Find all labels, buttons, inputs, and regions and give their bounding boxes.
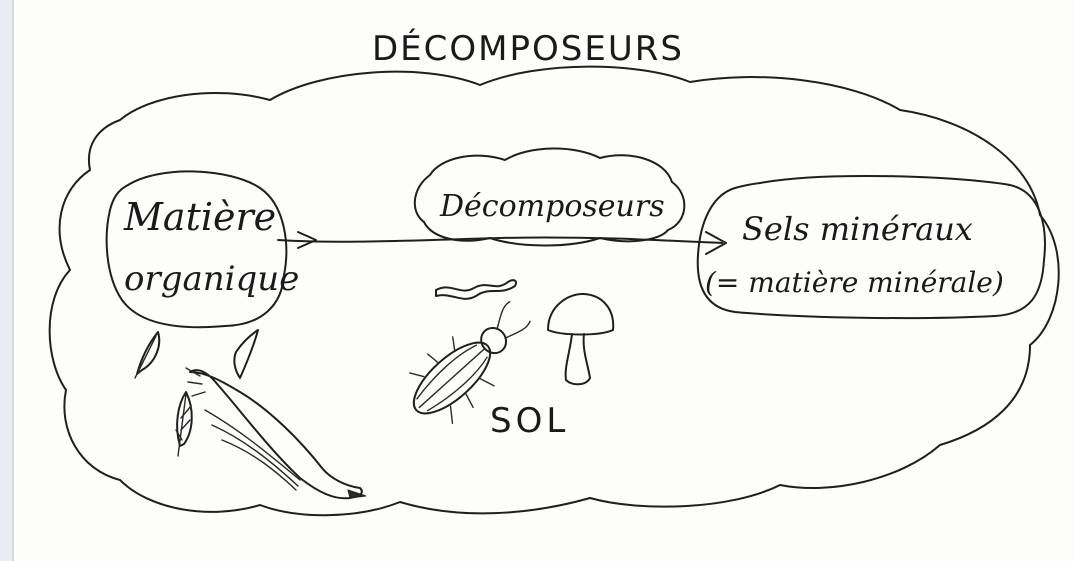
page-edge-line [12, 0, 14, 561]
product-label-line1: Sels minéraux [742, 210, 973, 248]
product-bubble [696, 175, 1046, 320]
page-edge [0, 0, 12, 561]
source-label-line1: Matière [123, 195, 276, 239]
worm-icon [435, 279, 518, 300]
feather-icon [134, 331, 161, 379]
feather-icon [175, 391, 193, 457]
diagram-title: DÉCOMPOSEURS [372, 28, 684, 69]
source-label-line2: organique [124, 259, 299, 299]
source-bubble [105, 170, 288, 329]
bird-icon [185, 329, 367, 500]
soil-label: SOL [490, 401, 569, 441]
mushroom-icon [547, 292, 615, 386]
beetle-icon [409, 301, 531, 425]
process-arrow [277, 236, 723, 244]
product-label-line2: (= matière minérale) [705, 266, 1004, 299]
agent-label: Décomposeurs [439, 189, 665, 224]
arrow-head-end [705, 231, 727, 255]
soil-cloud [48, 65, 1060, 517]
arrow-head-mid [297, 231, 317, 249]
